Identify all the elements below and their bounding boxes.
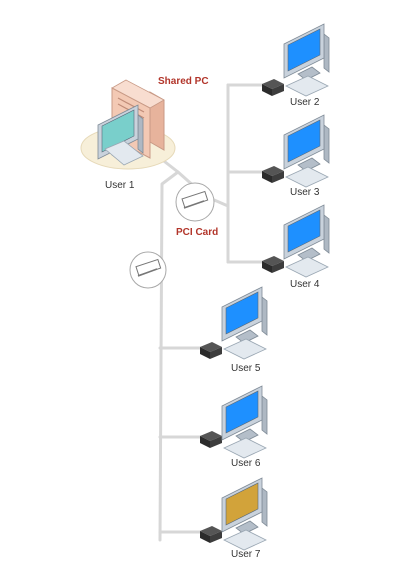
user-1-keyboard bbox=[104, 140, 144, 166]
user-7-label: User 7 bbox=[231, 549, 261, 560]
user-4-station bbox=[262, 204, 330, 278]
monitor-screen bbox=[287, 28, 321, 72]
user-3-monitor bbox=[283, 114, 330, 172]
keyboard bbox=[223, 437, 267, 459]
user-2-monitor bbox=[283, 23, 330, 81]
extender-box bbox=[262, 79, 284, 96]
pci-card-connector bbox=[137, 268, 158, 277]
user-3-station bbox=[262, 114, 330, 188]
shared-pc-station bbox=[80, 79, 176, 170]
user-4-label: User 4 bbox=[290, 279, 320, 290]
keyboard bbox=[223, 338, 267, 360]
extender-box bbox=[262, 256, 284, 273]
user-6-label: User 6 bbox=[231, 458, 261, 469]
user-7-station bbox=[200, 477, 268, 551]
keyboard bbox=[285, 166, 329, 188]
main-cable bbox=[158, 156, 180, 542]
keyboard bbox=[223, 529, 267, 551]
user-5-station bbox=[200, 286, 268, 360]
cable-lines bbox=[158, 83, 264, 542]
user-2-label: User 2 bbox=[290, 97, 320, 108]
monitor-screen bbox=[287, 119, 321, 163]
extender-box bbox=[200, 431, 222, 448]
user-3-label: User 3 bbox=[290, 187, 320, 198]
monitor-screen bbox=[225, 390, 259, 434]
user-5-monitor bbox=[221, 286, 268, 344]
pci-card-connector bbox=[183, 200, 205, 209]
user-4-monitor bbox=[283, 204, 330, 262]
monitor-screen bbox=[101, 109, 135, 153]
user-1-label: User 1 bbox=[105, 180, 135, 191]
keyboard bbox=[285, 75, 329, 97]
user-2-station bbox=[262, 23, 330, 97]
extender-box bbox=[200, 526, 222, 543]
user-6-monitor bbox=[221, 385, 268, 443]
user-5-label: User 5 bbox=[231, 363, 261, 374]
keyboard bbox=[285, 256, 329, 278]
user-6-station bbox=[200, 385, 268, 459]
pci-card-label: PCI Card bbox=[176, 227, 219, 238]
monitor-screen bbox=[225, 482, 259, 526]
extender-box bbox=[262, 166, 284, 183]
extender-box bbox=[200, 342, 222, 359]
pci-card-badge bbox=[129, 251, 167, 289]
user-7-monitor bbox=[221, 477, 268, 535]
shared-pc-label: Shared PC bbox=[158, 76, 209, 87]
monitor-screen bbox=[225, 291, 259, 335]
monitor-screen bbox=[287, 209, 321, 253]
pci-card-badge bbox=[175, 182, 215, 222]
client-stations bbox=[200, 23, 330, 551]
drive-bay bbox=[117, 97, 145, 113]
